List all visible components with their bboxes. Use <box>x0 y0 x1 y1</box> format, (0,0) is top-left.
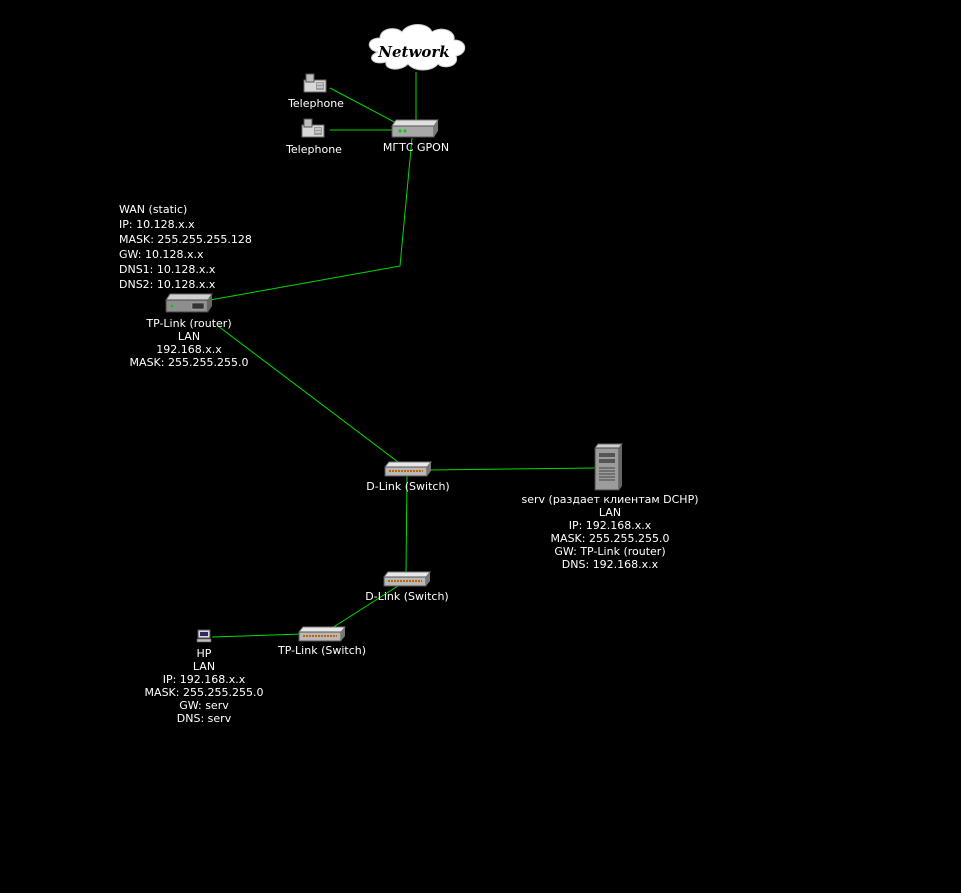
server-icon <box>594 443 623 491</box>
switch-icon <box>382 571 432 587</box>
link-router-switch1 <box>217 325 399 463</box>
pc-line: IP: 192.168.x.x <box>162 673 246 686</box>
switch1-label: D-Link (Switch) <box>366 480 450 493</box>
wan-line: IP: 10.128.x.x <box>119 218 195 231</box>
telephone-label: Telephone <box>286 143 342 156</box>
link-pc-switch3 <box>211 633 303 638</box>
link-phone1-gpon <box>329 87 401 126</box>
switch-icon <box>297 626 347 642</box>
gpon-label: МГТС GPON <box>382 141 450 154</box>
switch2-label: D-Link (Switch) <box>365 590 449 603</box>
telephone-icon <box>303 73 327 93</box>
router-line: LAN <box>177 330 201 343</box>
switch-icon <box>383 461 433 477</box>
link-gpon-router <box>209 137 413 301</box>
router-wan-info: WAN (static) IP: 10.128.x.x MASK: 255.25… <box>119 202 252 292</box>
pc-line: GW: serv <box>179 699 229 712</box>
router-line: TP-Link (router) <box>146 317 232 330</box>
pc-line: MASK: 255.255.255.0 <box>144 686 264 699</box>
server-info: serv (раздает клиентам DCHP) LAN IP: 192… <box>522 493 699 571</box>
link-switch1-server <box>429 467 596 471</box>
server-line: IP: 192.168.x.x <box>568 519 652 532</box>
wan-line: GW: 10.128.x.x <box>119 248 204 261</box>
server-line: GW: TP-Link (router) <box>554 545 666 558</box>
telephone-icon <box>301 118 325 138</box>
link-switch2-switch3 <box>331 585 399 629</box>
modem-icon <box>391 119 439 138</box>
router-lan-info: TP-Link (router) LAN 192.168.x.x MASK: 2… <box>130 317 249 369</box>
router-icon <box>165 293 213 313</box>
computer-icon <box>196 629 212 643</box>
pc-info: HP LAN IP: 192.168.x.x MASK: 255.255.255… <box>145 647 264 725</box>
telephone-label: Telephone <box>288 97 344 110</box>
wan-line: DNS2: 10.128.x.x <box>119 278 216 291</box>
link-switch1-switch2 <box>405 475 408 574</box>
server-line: MASK: 255.255.255.0 <box>550 532 670 545</box>
pc-line: LAN <box>192 660 216 673</box>
network-label: Network <box>378 43 450 61</box>
wan-line: MASK: 255.255.255.128 <box>119 233 252 246</box>
pc-line: HP <box>196 647 212 660</box>
wan-line: DNS1: 10.128.x.x <box>119 263 216 276</box>
pc-line: DNS: serv <box>176 712 232 725</box>
cloud-icon <box>368 24 466 71</box>
server-line: LAN <box>598 506 622 519</box>
router-line: MASK: 255.255.255.0 <box>129 356 249 369</box>
router-line: 192.168.x.x <box>156 343 222 356</box>
server-line: serv (раздает клиентам DCHP) <box>521 493 699 506</box>
server-line: DNS: 192.168.x.x <box>561 558 659 571</box>
links <box>209 72 596 638</box>
wan-line: WAN (static) <box>119 203 188 216</box>
switch3-label: TP-Link (Switch) <box>277 644 367 657</box>
